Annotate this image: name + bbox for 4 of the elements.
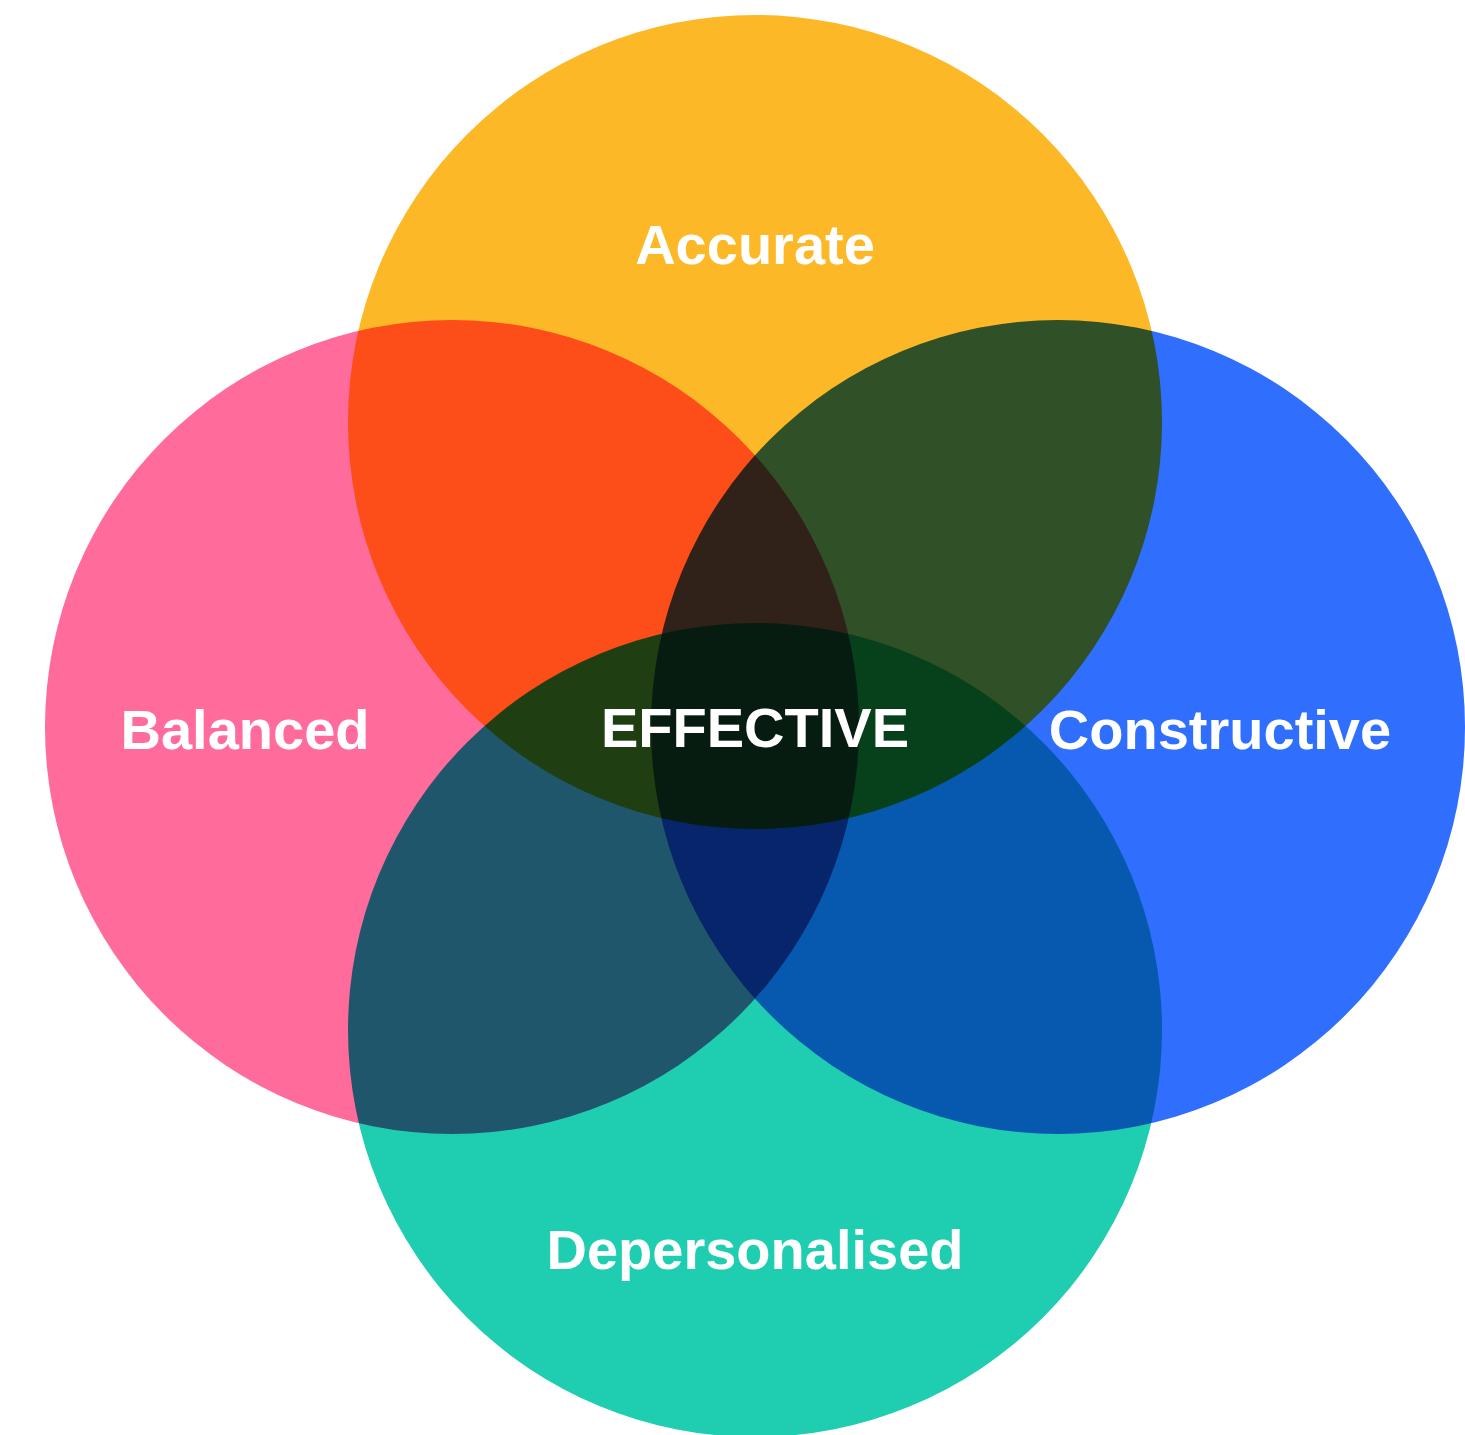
circle-label: Constructive	[1048, 702, 1392, 758]
circle-label: Balanced	[120, 702, 370, 758]
center-label: EFFECTIVE	[601, 700, 909, 756]
circle-label: Accurate	[635, 217, 875, 273]
